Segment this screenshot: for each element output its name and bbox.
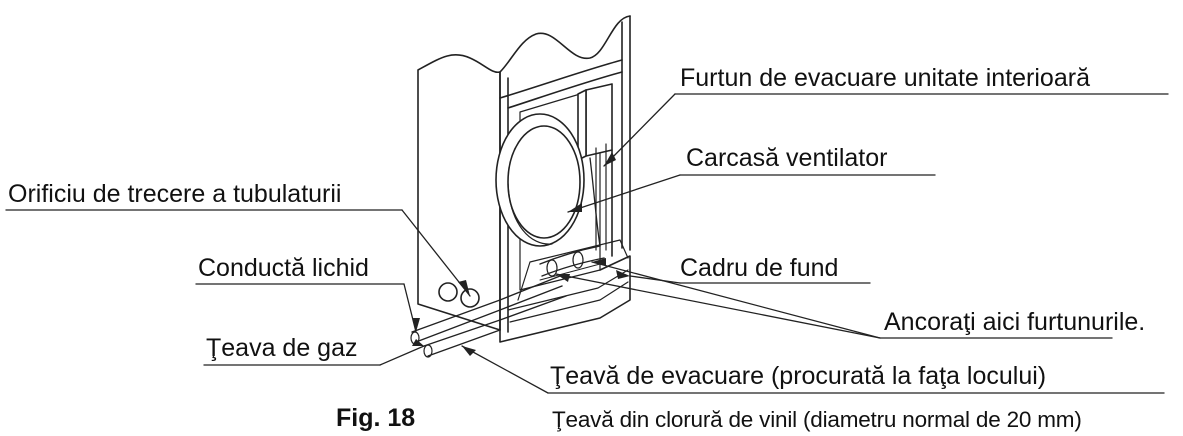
arrowheads xyxy=(412,152,630,356)
side-hole-left xyxy=(438,282,458,302)
label-liquid-pipe: Conductă lichid xyxy=(198,254,369,282)
label-pipe-opening: Orificiu de trecere a tubulaturii xyxy=(8,180,342,208)
label-drain-hose-indoor: Furtun de evacuare unitate interioară xyxy=(680,64,1090,92)
label-bottom-frame: Cadru de fund xyxy=(680,254,839,282)
leader-lines xyxy=(5,93,1169,394)
side-hole-right xyxy=(460,288,480,308)
label-pvc-pipe: Ţeavă din clorură de vinil (diametru nor… xyxy=(552,407,1082,432)
label-fasten-hoses: Ancoraţi aici furtunurile. xyxy=(884,308,1146,336)
pipes xyxy=(410,157,605,358)
left-side-panel xyxy=(417,54,501,331)
label-drain-pipe: Ţeavă de evacuare (procurată la faţa loc… xyxy=(550,362,1047,390)
label-gas-pipe: Ţeava de gaz xyxy=(206,334,358,362)
fan-housing xyxy=(495,113,585,247)
label-fan-housing: Carcasă ventilator xyxy=(686,144,888,172)
figure-caption: Fig. 18 xyxy=(336,404,416,432)
